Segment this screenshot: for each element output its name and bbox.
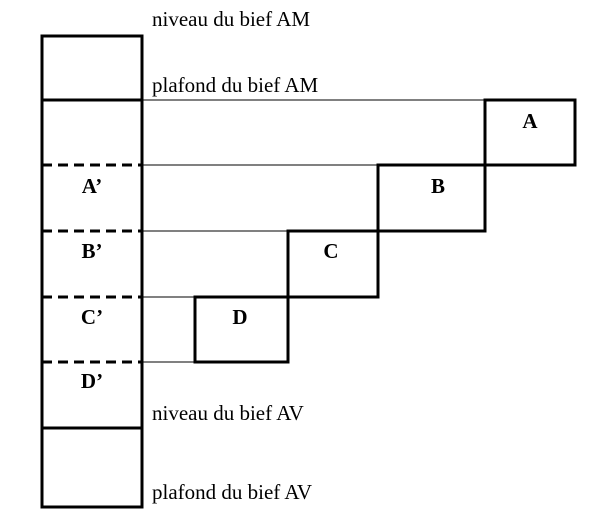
label-plafond-bief-am: plafond du bief AM: [152, 73, 319, 97]
label-plafond-bief-av: plafond du bief AV: [152, 480, 312, 504]
level-label-a-prime: A’: [82, 174, 103, 198]
box-d: [193, 295, 290, 364]
box-a-label: A: [522, 109, 538, 133]
label-niveau-bief-am: niveau du bief AM: [152, 7, 310, 31]
box-b-label: B: [431, 174, 445, 198]
box-c: [286, 229, 380, 299]
level-label-d-prime: D’: [81, 369, 103, 393]
level-label-c-prime: C’: [81, 305, 103, 329]
box-a: [483, 98, 577, 167]
level-label-b-prime: B’: [82, 239, 103, 263]
label-niveau-bief-av: niveau du bief AV: [152, 401, 304, 425]
box-b: [376, 163, 487, 233]
lock-column: [40, 34, 144, 509]
box-d-label: D: [232, 305, 247, 329]
box-c-label: C: [323, 239, 338, 263]
